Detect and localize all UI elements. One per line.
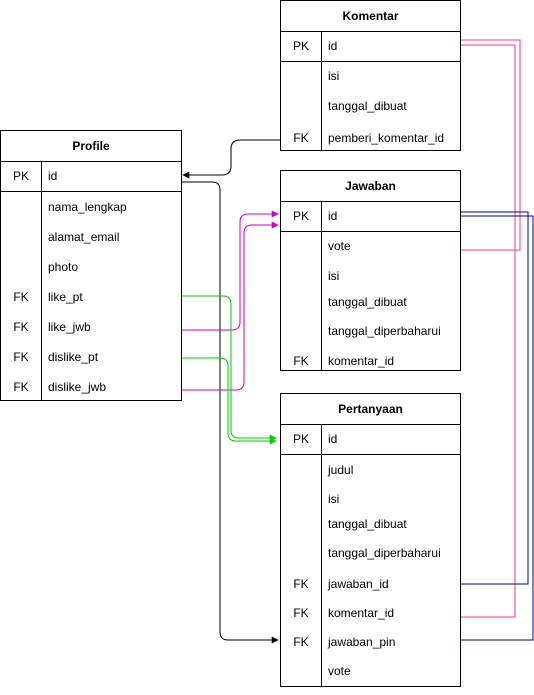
fk-label: FK xyxy=(13,320,29,334)
fk-label: FK xyxy=(293,635,309,649)
field-vote: vote xyxy=(328,239,351,253)
field-id: id xyxy=(48,169,58,183)
field-nama-lengkap: nama_lengkap xyxy=(48,200,127,214)
field-komentar-id: komentar_id xyxy=(328,606,395,620)
link-komentar-to-jawaban xyxy=(460,39,521,251)
field-tanggal-diperbaharui: tanggal_diperbaharui xyxy=(328,546,441,560)
fk-label: FK xyxy=(13,380,29,394)
fields-block: vote isi tanggal_dibuat tanggal_diperbah… xyxy=(281,232,460,370)
pk-row: PK id xyxy=(281,31,460,62)
jawaban-table: Jawaban PK id vote isi tanggal_dibuat ta… xyxy=(280,170,461,371)
field-id: id xyxy=(328,432,338,446)
field-tanggal-diperbaharui: tanggal_diperbaharui xyxy=(328,324,441,338)
field-dislike-jwb: dislike_jwb xyxy=(48,380,107,394)
pk-label: PK xyxy=(12,169,29,183)
fields-block: nama_lengkap alamat_email photo FK like_… xyxy=(1,192,181,400)
fk-label: FK xyxy=(13,350,29,364)
table-title: Profile xyxy=(1,131,181,162)
link-jawaban-to-pertanyaan-jawaban-id xyxy=(460,211,529,585)
pertanyaan-table: Pertanyaan PK id judul isi tanggal_dibua… xyxy=(280,393,461,687)
field-dislike-pt: dislike_pt xyxy=(48,350,99,364)
fk-label: FK xyxy=(13,290,29,304)
link-dislike-pt-to-pertanyaan xyxy=(181,357,277,445)
field-jawaban-id: jawaban_id xyxy=(328,577,389,591)
field-isi: isi xyxy=(328,492,340,506)
pk-label: PK xyxy=(292,39,309,53)
fk-label: FK xyxy=(293,577,309,591)
field-jawaban-pin: jawaban_pin xyxy=(328,635,396,649)
field-isi: isi xyxy=(328,269,340,283)
fk-label: FK xyxy=(293,131,309,145)
field-id: id xyxy=(328,209,338,223)
pk-label: PK xyxy=(292,209,309,223)
profile-table: Profile PK id nama_lengkap alamat_email … xyxy=(0,130,182,401)
field-photo: photo xyxy=(48,260,79,274)
pk-row: PK id xyxy=(281,424,460,455)
table-title: Pertanyaan xyxy=(281,394,460,425)
pk-row: PK id xyxy=(1,161,181,192)
link-dislike-jwb-to-jawaban xyxy=(181,221,279,391)
fields-block: judul isi tanggal_dibuat tanggal_diperba… xyxy=(281,455,460,686)
field-pemberi-komentar-id: pemberi_komentar_id xyxy=(328,131,445,145)
fk-label: FK xyxy=(293,354,309,368)
field-tanggal-dibuat: tanggal_dibuat xyxy=(328,517,407,531)
link-jawaban-to-pertanyaan-jawaban-pin xyxy=(460,215,534,641)
pk-label: PK xyxy=(292,432,309,446)
field-like-jwb: like_jwb xyxy=(48,320,91,334)
field-alamat-email: alamat_email xyxy=(48,230,120,244)
link-like-jwb-to-jawaban xyxy=(181,210,279,331)
link-like-pt-to-pertanyaan xyxy=(181,295,277,442)
field-id: id xyxy=(328,39,338,53)
table-title: Komentar xyxy=(281,1,460,32)
field-like-pt: like_pt xyxy=(48,290,83,304)
link-komentar-to-profile xyxy=(182,139,280,179)
fk-label: FK xyxy=(293,606,309,620)
field-vote: vote xyxy=(328,664,351,678)
field-isi: isi xyxy=(328,69,340,83)
fields-block: isi tanggal_dibuat FK pemberi_komentar_i… xyxy=(281,62,460,150)
field-komentar-id: komentar_id xyxy=(328,354,395,368)
link-komentar-to-pertanyaan xyxy=(460,44,516,618)
pk-row: PK id xyxy=(281,201,460,232)
field-judul: judul xyxy=(328,463,354,477)
field-tanggal-dibuat: tanggal_dibuat xyxy=(328,295,407,309)
komentar-table: Komentar PK id isi tanggal_dibuat FK pem… xyxy=(280,0,461,151)
link-profile-to-pertanyaan xyxy=(181,181,279,644)
field-tanggal-dibuat: tanggal_dibuat xyxy=(328,99,407,113)
table-title: Jawaban xyxy=(281,171,460,202)
